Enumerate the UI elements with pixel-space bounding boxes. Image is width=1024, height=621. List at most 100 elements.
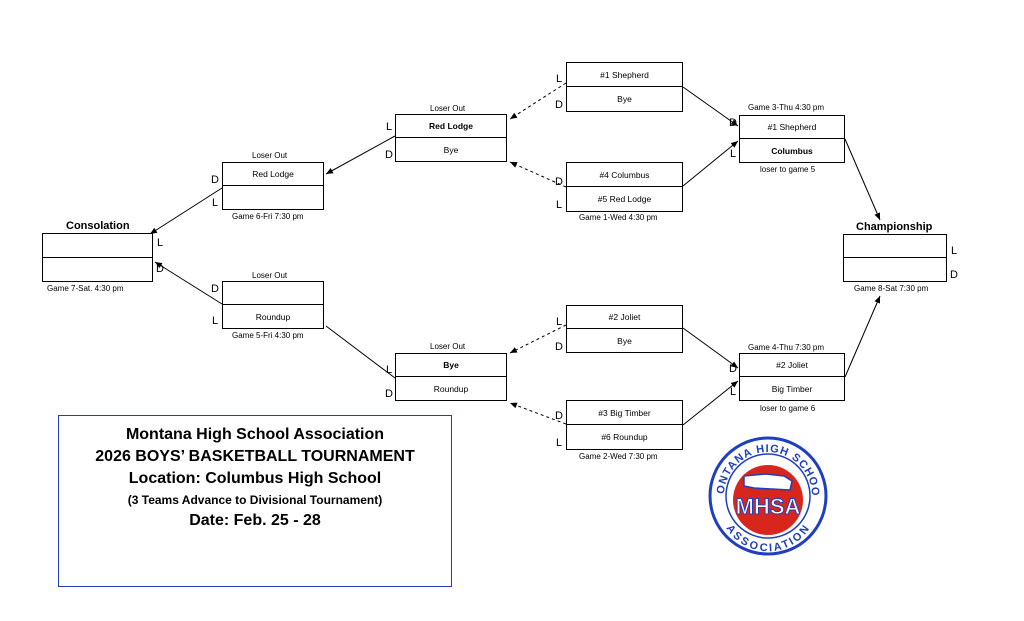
bracket-box-game-5: Roundup (222, 281, 324, 329)
game-caption: Game 3-Thu 4:30 pm (748, 103, 825, 112)
mark-l: L (730, 148, 737, 160)
bracket-box-loser-out-top: Red Lodge Bye (395, 114, 507, 162)
connector-bye2-to-g4 (682, 327, 739, 369)
team-slot (844, 258, 946, 281)
team-slot: Roundup (255, 311, 291, 322)
team-slot: Red Lodge (396, 115, 506, 138)
consolation-heading: Consolation (66, 220, 130, 232)
bracket-box-game-3: #1 Shepherd Columbus (739, 115, 845, 163)
team-slot: #6 Roundup (601, 432, 648, 442)
team-slot (223, 282, 323, 305)
connector-dashed-g1 (509, 161, 567, 188)
connector-g5-to-g7 (154, 261, 223, 305)
mark-d: D (211, 174, 219, 186)
connector-bye1-to-g3 (682, 86, 739, 127)
game-caption: Game 6-Fri 7:30 pm (232, 212, 304, 221)
game-note: loser to game 5 (760, 165, 816, 174)
team-slot: #3 Big Timber (567, 401, 682, 425)
bracket-header: Loser Out (252, 151, 288, 160)
bracket-box-joliet-bye: #2 Joliet Bye (566, 305, 683, 353)
connector-dashed-bye1 (509, 82, 567, 120)
mark-d: D (555, 99, 563, 111)
team-slot: #1 Shepherd (567, 63, 682, 87)
team-slot: Bye (396, 354, 506, 377)
bracket-box-game-8 (843, 234, 947, 282)
advance-note: (3 Teams Advance to Divisional Tournamen… (127, 493, 383, 507)
mark-l: L (386, 121, 393, 133)
mhsa-logo: MHSA MONTANA HIGH SCHOOL ASSOCIATION (706, 434, 828, 556)
mark-l: L (730, 386, 737, 398)
mark-l: L (212, 315, 219, 327)
bracket-header: Loser Out (430, 104, 466, 113)
game-caption: Game 7-Sat. 4:30 pm (47, 284, 124, 293)
mark-l: L (386, 364, 393, 376)
bracket-box-shepherd-bye: #1 Shepherd Bye (566, 62, 683, 112)
mark-d: D (156, 263, 164, 275)
montana-state-icon (743, 473, 793, 491)
team-slot: #1 Shepherd (740, 116, 844, 139)
game-caption: Game 5-Fri 4:30 pm (232, 331, 304, 340)
team-slot: #2 Joliet (567, 306, 682, 329)
team-slot: Big Timber (771, 383, 813, 394)
connector-dashed-bye2 (509, 324, 567, 354)
bracket-box-loser-out-bottom: Bye Roundup (395, 353, 507, 401)
team-slot (43, 258, 152, 282)
game-caption: Game 8-Sat 7:30 pm (854, 284, 929, 293)
mark-l: L (212, 197, 219, 209)
mark-d: D (950, 269, 958, 281)
bracket-box-game-6: Red Lodge (222, 162, 324, 210)
tournament-info-box: Montana High School Association 2026 BOY… (58, 415, 452, 587)
logo-center-text: MHSA (736, 494, 801, 519)
mark-l: L (951, 245, 958, 257)
mark-d: D (729, 363, 737, 375)
game-caption: Game 1-Wed 4:30 pm (579, 213, 658, 222)
mark-d: D (729, 117, 737, 129)
connector-lo-top-to-g6 (325, 135, 396, 175)
team-slot: Bye (443, 144, 459, 155)
mark-d: D (555, 176, 563, 188)
team-slot: Red Lodge (223, 163, 323, 186)
connector-dashed-g2 (509, 402, 567, 425)
mark-l: L (556, 199, 563, 211)
team-slot: Bye (617, 335, 632, 346)
tournament-title: 2026 BOYS’ BASKETBALL TOURNAMENT (95, 448, 415, 465)
game-note: loser to game 6 (760, 404, 816, 413)
mark-d: D (555, 341, 563, 353)
connector-g6-to-g7 (149, 187, 223, 235)
mark-l: L (157, 237, 164, 249)
team-slot (43, 234, 152, 258)
connector-g1-to-g3 (682, 140, 739, 187)
team-slot: #4 Columbus (567, 163, 682, 187)
game-caption: Game 4-Thu 7:30 pm (748, 343, 825, 352)
mark-d: D (385, 388, 393, 400)
tournament-location: Location: Columbus High School (128, 470, 382, 487)
connector-lo-bottom-to-g5 (325, 325, 396, 379)
mark-d: D (211, 283, 219, 295)
championship-heading: Championship (856, 221, 933, 233)
tournament-dates: Date: Feb. 25 - 28 (189, 512, 321, 529)
team-slot: #5 Red Lodge (597, 194, 652, 204)
game-caption: Game 2-Wed 7:30 pm (579, 452, 658, 461)
mark-l: L (556, 316, 563, 328)
connector-g3-to-g8 (844, 138, 881, 221)
mark-l: L (556, 437, 563, 449)
connector-g4-to-g8 (844, 295, 881, 378)
team-slot: #2 Joliet (740, 354, 844, 377)
team-slot (223, 186, 323, 209)
bracket-box-game-2: #3 Big Timber #6 Roundup (566, 400, 683, 450)
team-slot (844, 235, 946, 258)
team-slot: Bye (617, 94, 632, 104)
mark-l: L (556, 73, 563, 85)
association-name: Montana High School Association (125, 426, 385, 443)
mark-d: D (385, 149, 393, 161)
team-slot: Roundup (433, 383, 469, 394)
bracket-header: Loser Out (252, 271, 288, 280)
bracket-header: Loser Out (430, 342, 466, 351)
mark-d: D (555, 410, 563, 422)
bracket-box-game-1: #4 Columbus #5 Red Lodge (566, 162, 683, 212)
team-slot: Columbus (771, 145, 813, 156)
bracket-box-game-4: #2 Joliet Big Timber (739, 353, 845, 401)
bracket-box-game-7 (42, 233, 153, 282)
connector-g2-to-g4 (682, 380, 739, 426)
